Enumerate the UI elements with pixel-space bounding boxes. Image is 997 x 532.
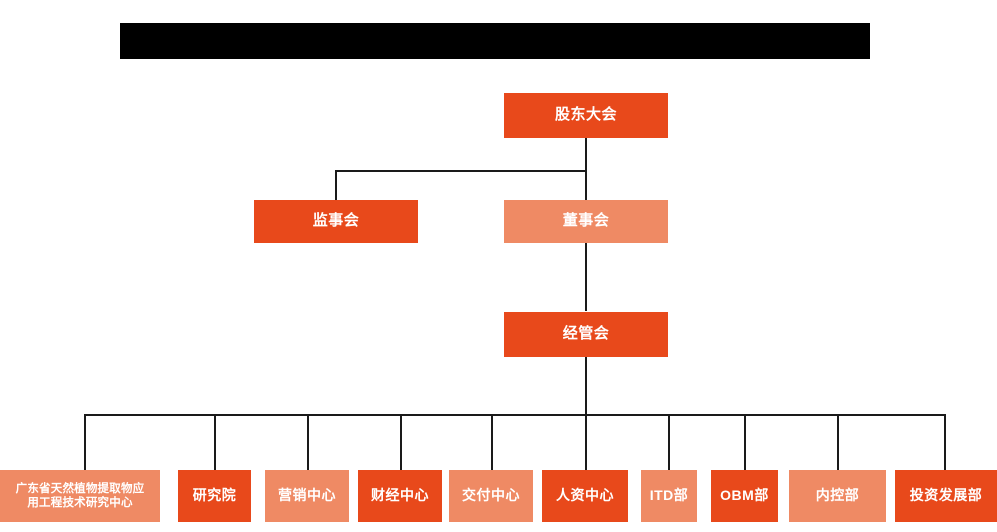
connector-drop-itd-dept — [668, 414, 670, 470]
connector-drop-internal-control-dept — [837, 414, 839, 470]
node-hr-center[interactable]: 人资中心 — [542, 470, 628, 522]
node-delivery-center[interactable]: 交付中心 — [449, 470, 533, 522]
connector-drop-directors — [585, 170, 587, 200]
node-research-center-gd-line2: 用工程技术研究中心 — [27, 497, 133, 509]
connector-directors-to-management — [585, 243, 587, 311]
node-board-of-directors[interactable]: 董事会 — [504, 200, 668, 243]
connector-drop-obm-dept — [744, 414, 746, 470]
connector-level2-bus — [335, 170, 587, 172]
node-itd-dept[interactable]: ITD部 — [641, 470, 697, 522]
connector-drop-supervisors — [335, 170, 337, 200]
connector-drop-research-institute — [214, 414, 216, 470]
connector-drop-research-center-gd — [84, 414, 86, 470]
node-research-center-gd[interactable]: 广东省天然植物提取物应 用工程技术研究中心 — [0, 470, 160, 522]
node-finance-center[interactable]: 财经中心 — [358, 470, 442, 522]
connector-shareholders-stem — [585, 138, 587, 172]
node-board-of-supervisors[interactable]: 监事会 — [254, 200, 418, 243]
connector-drop-hr-center — [585, 414, 587, 470]
node-management-committee[interactable]: 经管会 — [504, 312, 668, 357]
node-research-center-gd-line1: 广东省天然植物提取物应 — [15, 482, 145, 495]
node-shareholders-meeting[interactable]: 股东大会 — [504, 93, 668, 138]
node-obm-dept[interactable]: OBM部 — [711, 470, 778, 522]
node-investment-dev-dept[interactable]: 投资发展部 — [895, 470, 997, 522]
connector-management-stem — [585, 357, 587, 415]
node-marketing-center[interactable]: 营销中心 — [265, 470, 349, 522]
connector-drop-investment-dev-dept — [944, 414, 946, 470]
node-research-institute[interactable]: 研究院 — [178, 470, 251, 522]
connector-level4-bus — [85, 414, 945, 416]
connector-drop-finance-center — [400, 414, 402, 470]
node-internal-control-dept[interactable]: 内控部 — [789, 470, 886, 522]
redacted-title-banner — [120, 23, 870, 59]
connector-drop-marketing-center — [307, 414, 309, 470]
connector-drop-delivery-center — [491, 414, 493, 470]
